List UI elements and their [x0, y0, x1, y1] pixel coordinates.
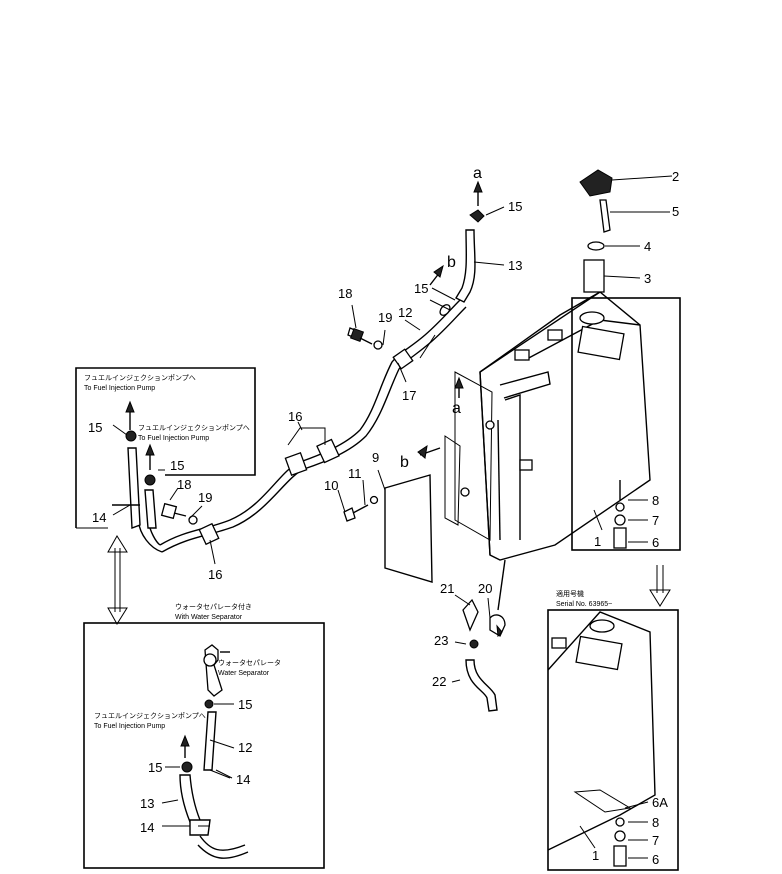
- callout-4: 4: [644, 239, 651, 254]
- callout-11: 11: [348, 466, 362, 481]
- callout-14-sep-a: 14: [236, 772, 250, 787]
- callout-17: 17: [402, 388, 416, 403]
- note-separator-en: Water Separator: [218, 670, 270, 677]
- note-with-separator-en: With Water Separator: [175, 614, 243, 621]
- later-serial-tank-detail: [547, 609, 679, 871]
- callout-12: 12: [398, 305, 412, 320]
- leader-lines: [112, 175, 673, 859]
- callout-14-left: 14: [92, 510, 106, 525]
- callout-5: 5: [672, 204, 679, 219]
- callout-1b: 1: [592, 848, 599, 863]
- note-inj-pump-jp-2: フュエルインジェクションポンプへ: [138, 424, 250, 432]
- callout-10: 10: [324, 478, 338, 493]
- callout-23: 23: [434, 633, 448, 648]
- callout-7: 7: [652, 513, 659, 528]
- letter-a-tank: a: [452, 400, 461, 417]
- callout-19-left: 19: [198, 490, 212, 505]
- callout-15-sep-a: 15: [238, 697, 252, 712]
- note-inj-pump-en-1: To Fuel Injection Pump: [84, 385, 155, 392]
- callout-15-left-a: 15: [88, 420, 102, 435]
- callout-15-sep-b: 15: [148, 760, 162, 775]
- callout-3: 3: [644, 271, 651, 286]
- callout-6: 6: [652, 535, 659, 550]
- note-serial-jp: 適用号機: [556, 589, 584, 598]
- callout-numbers: 2 5 4 3 8 7 6 1 6A 8 7 6 1 15 13 15 12 1…: [88, 169, 679, 867]
- callout-16-bottom: 16: [208, 567, 222, 582]
- callout-7b: 7: [652, 833, 659, 848]
- callout-13: 13: [508, 258, 522, 273]
- letter-b-top: b: [447, 254, 456, 271]
- callout-21: 21: [440, 581, 454, 596]
- note-serial-en: Serial No. 63965~: [556, 601, 612, 608]
- letter-a-top: a: [473, 165, 482, 182]
- note-inj-pump-jp-3: フュエルインジェクションポンプへ: [94, 712, 206, 720]
- note-separator-jp: ウォータセパレータ: [218, 658, 281, 667]
- callout-16-top: 16: [288, 409, 302, 424]
- callout-14-sep-b: 14: [140, 820, 154, 835]
- callout-13-sep: 13: [140, 796, 154, 811]
- notes: フュエルインジェクションポンプへ To Fuel Injection Pump …: [84, 374, 612, 730]
- callout-8: 8: [652, 493, 659, 508]
- callout-6b: 6: [652, 852, 659, 867]
- note-inj-pump-en-2: To Fuel Injection Pump: [138, 435, 209, 442]
- callout-19-top: 19: [378, 310, 392, 325]
- callout-15-mid: 15: [414, 281, 428, 296]
- fuel-tank: [343, 169, 681, 712]
- water-separator-detail: [83, 622, 325, 869]
- callout-22: 22: [432, 674, 446, 689]
- note-inj-pump-jp-1: フュエルインジェクションポンプへ: [84, 374, 196, 382]
- callout-6a: 6A: [652, 795, 668, 810]
- callout-12-sep: 12: [238, 740, 252, 755]
- callout-18-left: 18: [177, 477, 191, 492]
- callout-18-top: 18: [338, 286, 352, 301]
- callout-15-top: 15: [508, 199, 522, 214]
- connection-letters: a b a b: [400, 165, 482, 471]
- fuel-line-assembly: [137, 180, 485, 553]
- callout-15-left-b: 15: [170, 458, 184, 473]
- callout-9: 9: [372, 450, 379, 465]
- callout-8b: 8: [652, 815, 659, 830]
- note-inj-pump-en-3: To Fuel Injection Pump: [94, 723, 165, 730]
- injection-pump-detail: [75, 367, 256, 625]
- letter-b-tank: b: [400, 454, 409, 471]
- callout-2: 2: [672, 169, 679, 184]
- callout-1: 1: [594, 534, 601, 549]
- callout-20: 20: [478, 581, 492, 596]
- note-with-separator-jp: ウォータセパレータ付き: [175, 602, 252, 611]
